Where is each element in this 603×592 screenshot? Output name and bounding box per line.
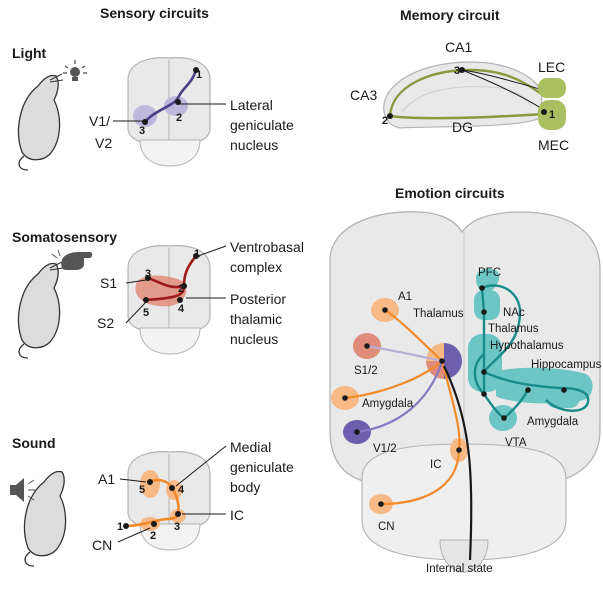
memory-path-upper [388,68,545,117]
sound-label-ic: IC [230,507,244,523]
sound-label-a1: A1 [98,471,115,487]
somato-num-3: 3 [145,268,151,280]
somato-num-5: 5 [143,307,149,319]
emotion-label-amygdala-right: Amygdala [527,416,579,428]
emotion-label-a1: A1 [398,291,412,303]
brain-somato [127,245,211,355]
memory-num-3: 3 [454,65,460,77]
lec-region [538,78,566,98]
memory-path-lower [389,112,545,120]
brain-sound [123,451,211,551]
mec-region [538,100,566,130]
heading-memory: Memory circuit [400,7,500,23]
light-label-v1: V1/ [89,113,110,129]
sound-title: Sound [12,435,56,451]
somato-label-pt-3: nucleus [230,331,278,347]
hippocampus-diagram [383,61,566,130]
emotion-thalamus-left-region [426,343,462,379]
memory-label-ca3: CA3 [350,87,377,103]
somato-num-4: 4 [178,303,185,315]
memory-label-ca1: CA1 [445,39,472,55]
emotion-label-ic: IC [430,459,442,471]
somato-label-pt-1: Posterior [230,291,286,307]
sound-num-4: 4 [178,484,185,496]
light-label-lgn-1: Lateral [230,97,273,113]
light-path [142,69,198,125]
memory-label-dg: DG [452,119,473,135]
sound-label-cn: CN [92,537,112,553]
somato-label-vb-1: Ventrobasal [230,239,304,255]
sound-num-1: 1 [117,521,123,533]
somato-label-pt-2: thalamic [230,311,282,327]
lightbulb-icon [63,60,87,81]
sound-num-5: 5 [139,484,145,496]
somato-num-2: 2 [178,283,184,295]
internal-state-path [443,365,473,561]
memory-num-2: 2 [382,115,388,127]
sound-num-2: 2 [150,530,156,542]
somato-path-b [147,276,185,289]
emotion-label-pfc: PFC [478,267,501,279]
light-label-v2: V2 [95,135,112,151]
emotion-label-amygdala-left: Amygdala [362,398,414,410]
emotion-label-vta: VTA [505,437,527,449]
brain-emotion [329,211,601,573]
somato-label-vb-2: complex [230,259,282,275]
memory-label-mec: MEC [538,137,569,153]
sound-label-mgb-1: Medial [230,439,271,455]
lgn-region [164,96,188,116]
sound-label-mgb-2: geniculate [230,459,294,475]
light-num-1: 1 [196,69,202,81]
emotion-label-cn: CN [378,521,395,533]
sound-num-3: 3 [174,521,180,533]
emotion-label-internal-state: Internal state [426,563,492,575]
somato-label-s1: S1 [100,275,117,291]
heading-sensory: Sensory circuits [100,5,209,21]
emotion-label-thalamus-right: Thalamus [488,323,539,335]
somato-title: Somatosensory [12,229,117,245]
emotion-label-thalamus-left: Thalamus [413,308,464,320]
speaker-icon [10,478,35,502]
memory-label-lec: LEC [538,59,565,75]
light-label-lgn-3: nucleus [230,137,278,153]
memory-num-1: 1 [549,109,555,121]
mouse-icon [23,470,67,567]
emotion-label-s12: S1/2 [354,365,378,377]
mouse-icon [17,73,64,171]
heading-emotion: Emotion circuits [395,185,505,201]
emotion-label-hippocampus: Hippocampus [531,359,602,371]
somato-label-s2: S2 [97,315,114,331]
emotion-label-nac: NAc [503,307,525,319]
emotion-label-hypothalamus: Hypothalamus [490,340,564,352]
somato-num-1: 1 [194,248,200,260]
mouse-icon [17,261,64,359]
light-label-lgn-2: geniculate [230,117,294,133]
hand-icon [51,249,93,270]
light-num-3: 3 [139,125,145,137]
emotion-label-v12: V1/2 [373,443,397,455]
sound-label-mgb-3: body [230,479,260,495]
light-title: Light [12,45,47,61]
light-num-2: 2 [176,112,182,124]
